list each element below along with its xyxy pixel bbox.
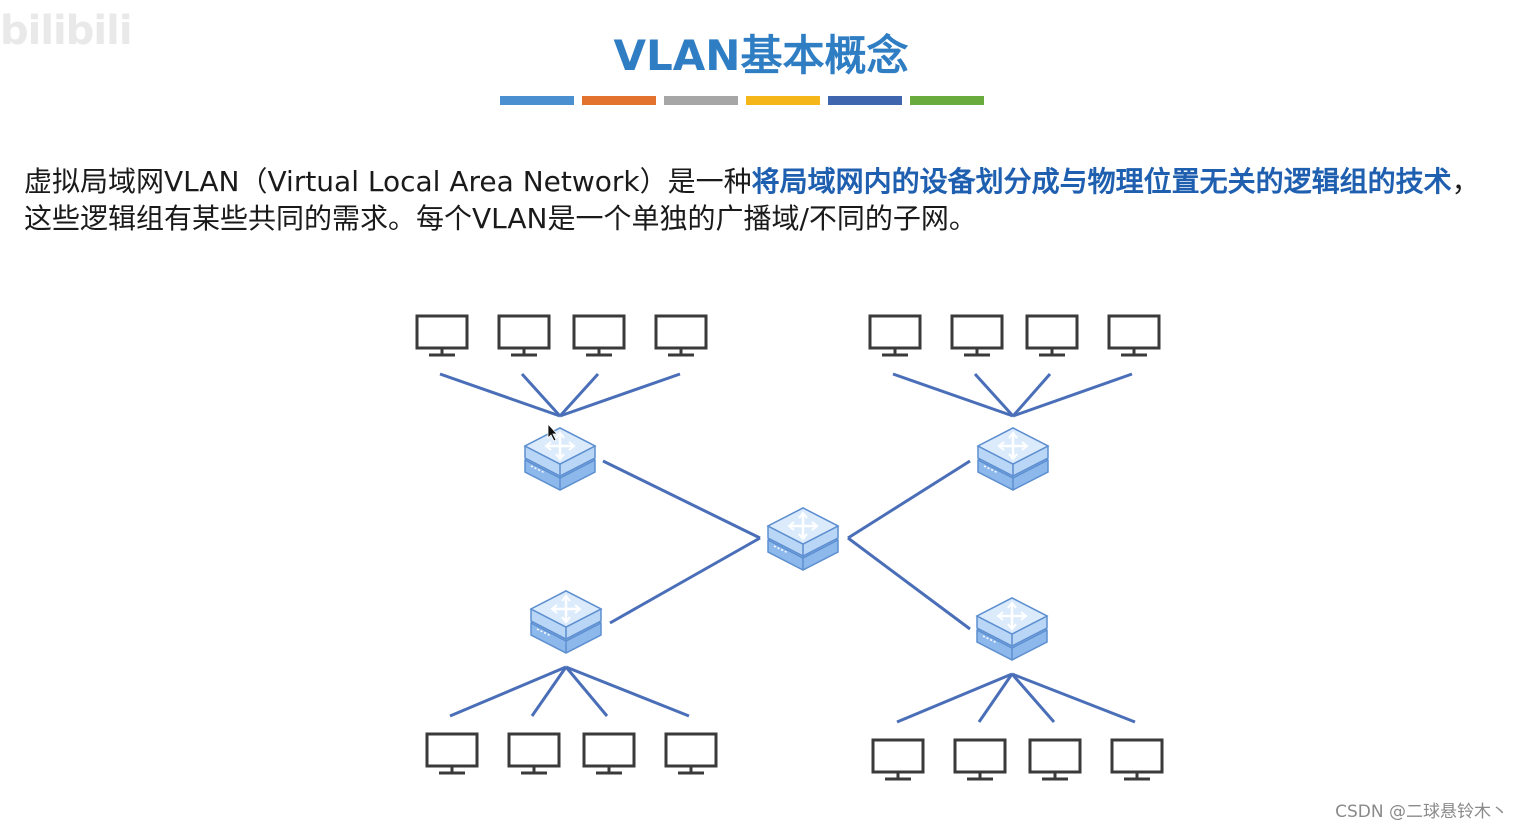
bilibili-watermark: bilibili bbox=[0, 8, 133, 54]
csdn-credit: CSDN @二球悬铃木丶 bbox=[1335, 802, 1508, 822]
monitor-icon bbox=[950, 314, 1004, 357]
monitor-icon bbox=[1025, 314, 1079, 357]
link bbox=[973, 372, 1015, 418]
link bbox=[1010, 673, 1056, 723]
link bbox=[565, 665, 690, 718]
link bbox=[1011, 672, 1136, 724]
monitor-icon bbox=[953, 738, 1007, 781]
network-links bbox=[439, 372, 1136, 724]
link bbox=[847, 536, 971, 631]
switch-icon bbox=[766, 506, 840, 572]
link bbox=[530, 666, 568, 717]
switch-icon bbox=[523, 426, 597, 492]
description-highlight: 将局域网内的设备划分成与物理位置无关的逻辑组的技术 bbox=[751, 165, 1452, 198]
accent-bar bbox=[910, 96, 984, 105]
monitor-icon bbox=[1110, 738, 1164, 781]
switch-icon bbox=[976, 426, 1050, 492]
accent-bar bbox=[746, 96, 820, 105]
monitor-icon bbox=[664, 732, 718, 775]
monitor-icon bbox=[497, 314, 551, 357]
monitor-icon bbox=[1107, 314, 1161, 357]
monitor-icon bbox=[654, 314, 708, 357]
slide-title: VLAN基本概念 bbox=[613, 31, 909, 80]
accent-color-bars bbox=[500, 96, 984, 105]
accent-bar bbox=[582, 96, 656, 105]
link bbox=[977, 673, 1014, 723]
link bbox=[847, 459, 971, 540]
vlan-description: 虚拟局域网VLAN（Virtual Local Area Network）是一种… bbox=[24, 163, 1494, 237]
accent-bar bbox=[500, 96, 574, 105]
link bbox=[609, 536, 761, 625]
link bbox=[1011, 373, 1052, 417]
accent-bar bbox=[664, 96, 738, 105]
monitor-icon bbox=[868, 314, 922, 357]
monitor-icon bbox=[572, 314, 626, 357]
link bbox=[439, 372, 561, 418]
accent-bar bbox=[828, 96, 902, 105]
link bbox=[520, 372, 562, 418]
monitor-icon bbox=[1028, 738, 1082, 781]
link bbox=[602, 459, 761, 540]
link bbox=[449, 665, 567, 718]
switch-icon bbox=[975, 596, 1049, 662]
link bbox=[564, 666, 609, 717]
link bbox=[892, 372, 1014, 418]
mouse-cursor-icon bbox=[547, 422, 558, 442]
link bbox=[896, 672, 1013, 724]
description-text-end: ，这些逻辑组有某些共同的需求。每个VLAN是一个单独的广播域/不同的子网。 bbox=[24, 165, 1480, 235]
description-text: 虚拟局域网VLAN（Virtual Local Area Network）是一种 bbox=[24, 165, 752, 198]
monitor-icon bbox=[425, 732, 479, 775]
link bbox=[1012, 372, 1133, 418]
link bbox=[558, 372, 600, 418]
monitor-icon bbox=[507, 732, 561, 775]
monitor-icon bbox=[871, 738, 925, 781]
monitor-icon bbox=[415, 314, 469, 357]
monitor-icon bbox=[582, 732, 636, 775]
link bbox=[559, 372, 681, 418]
switch-icon bbox=[529, 589, 603, 655]
